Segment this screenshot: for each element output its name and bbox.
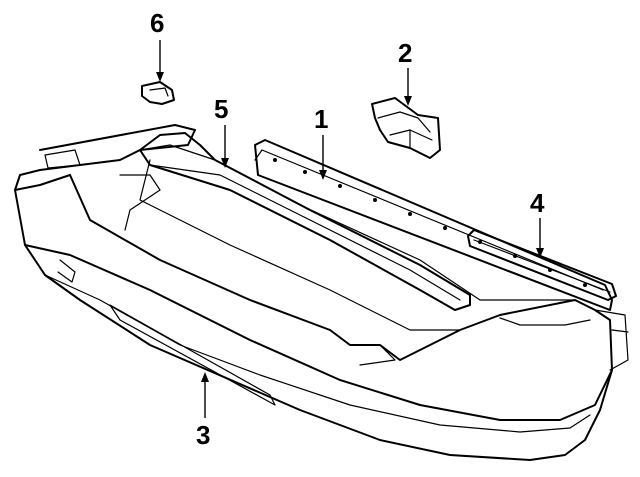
callout-1: 1	[314, 104, 328, 134]
part-5-upper-molding	[139, 132, 471, 311]
callout-3: 3	[196, 420, 210, 450]
part-1-reinforcement	[254, 139, 613, 311]
part-3-bumper-cover	[14, 124, 629, 461]
callout-6: 6	[150, 8, 164, 38]
part-2-bracket	[371, 97, 441, 159]
leader-lines	[156, 40, 544, 418]
callout-2: 2	[398, 38, 412, 68]
reinforcement-mounting-holes	[273, 158, 587, 287]
callout-5: 5	[214, 94, 228, 124]
part-6-clip	[141, 81, 175, 105]
part-4-strip	[467, 229, 617, 301]
callout-4: 4	[530, 188, 545, 218]
